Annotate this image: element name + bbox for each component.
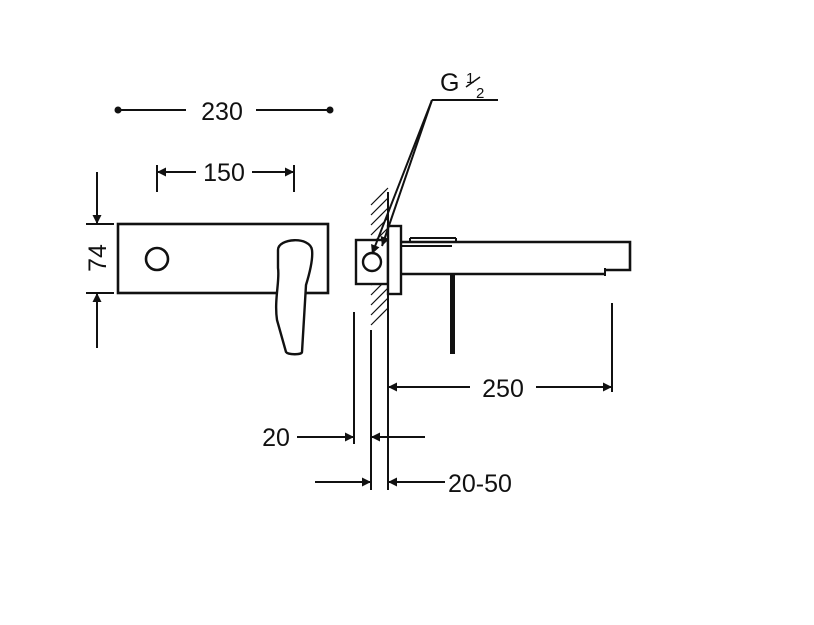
spout: [401, 237, 632, 276]
dimension-250-label: 250: [482, 375, 524, 403]
dimension-20-50-label: 20-50: [448, 470, 512, 498]
plate-side: [386, 224, 403, 296]
cartridge: [361, 251, 383, 273]
dimension-230-label: 230: [201, 98, 243, 126]
diverter-knob: [144, 246, 170, 272]
thread-callout: G 1 2: [371, 69, 498, 255]
wall-plate: [116, 222, 330, 295]
dimension-230: 230: [114, 98, 334, 126]
dimension-150-label: 150: [203, 159, 245, 187]
thread-label: G: [440, 69, 459, 97]
thread-denominator: 2: [476, 85, 484, 102]
lever-handle: [274, 239, 314, 356]
dimension-74: 74: [84, 172, 114, 348]
dimension-20-label: 20: [262, 424, 290, 452]
lever-side: [450, 274, 455, 354]
front-view: 230 150 74: [84, 98, 334, 356]
dimension-20: 20: [262, 424, 425, 452]
dimension-20-50: 20-50: [315, 470, 512, 498]
dimension-74-label: 74: [84, 244, 112, 272]
dimension-150: 150: [156, 159, 295, 192]
thread-numerator: 1: [466, 70, 474, 87]
side-view: G 1 2 250 20 20-50: [262, 69, 632, 498]
dimension-250: 250: [388, 375, 612, 403]
